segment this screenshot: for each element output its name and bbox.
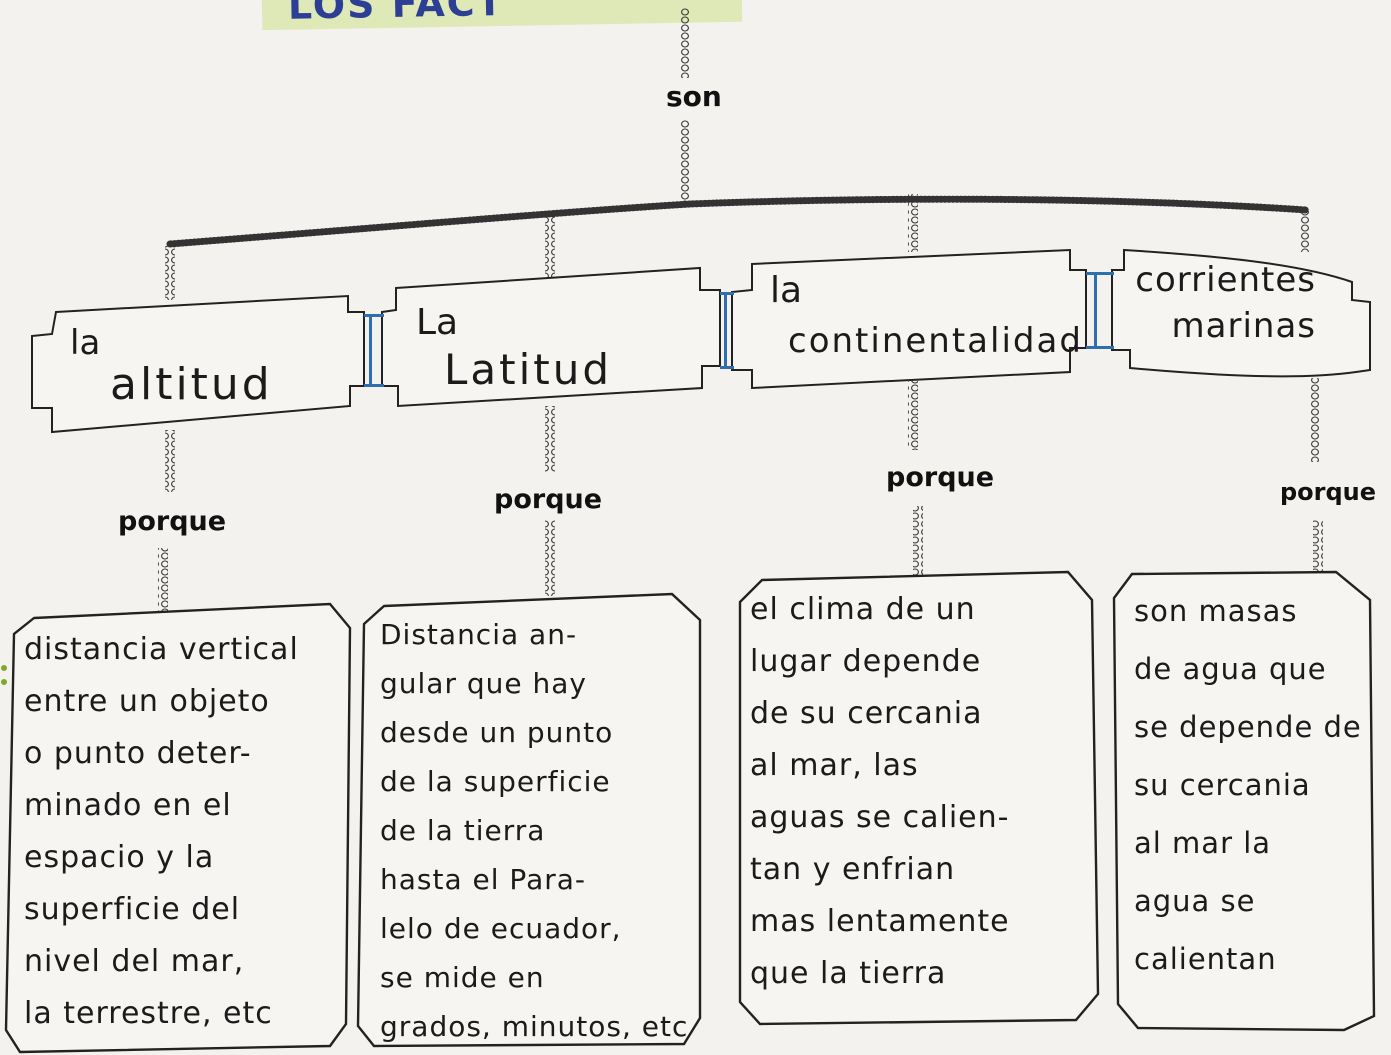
connector-porque-1: porque	[116, 506, 229, 537]
factor-name: continentalidad	[788, 321, 1083, 361]
chain-porque-top-1	[165, 430, 175, 492]
factor-name: altitud	[110, 359, 273, 410]
blue-link-3c	[1094, 272, 1097, 349]
blue-link-1c	[369, 314, 372, 387]
chain-porque-top-4	[1311, 378, 1321, 462]
connector-porque-4: porque	[1278, 478, 1379, 506]
chain-porque-top-2	[545, 406, 555, 472]
chain-drop-2	[545, 214, 555, 280]
explanation-frame-2	[356, 592, 702, 1048]
connector-porque-2: porque	[492, 484, 605, 515]
connector-porque-3: porque	[884, 462, 997, 493]
chain-porque-top-3	[908, 380, 918, 450]
factor-name: Latitud	[444, 345, 613, 394]
factor-article: la	[770, 270, 803, 311]
explanation-frame-1	[4, 602, 352, 1054]
chain-porque-bottom-1	[158, 548, 168, 614]
chain-title-son	[679, 8, 689, 78]
factor-article: La	[416, 302, 459, 343]
chain-drop-4	[1301, 210, 1311, 252]
connector-son: son	[664, 80, 724, 113]
blue-link-3b	[1086, 346, 1114, 349]
chain-porque-bottom-2	[545, 520, 555, 596]
chain-drop-1	[165, 244, 175, 300]
explanation-continentalidad: el clima de un lugar depende de su cerca…	[750, 592, 1010, 991]
blue-link-3	[1086, 272, 1114, 275]
chain-drop-3	[908, 194, 918, 252]
factor-box-frame-2	[381, 266, 721, 408]
factor-name: corrientes marinas	[1135, 260, 1316, 346]
chain-bar	[166, 195, 1310, 248]
blue-link-1	[364, 314, 384, 317]
explanation-frame-4	[1112, 570, 1376, 1032]
bullet-marker	[1, 665, 7, 685]
factor-article: la	[70, 323, 101, 363]
explanation-corrientes-marinas: son masas de agua que se depende de su c…	[1134, 594, 1362, 976]
factor-box-frame-1	[31, 294, 365, 434]
factor-box-frame-4	[1111, 248, 1371, 378]
explanation-latitud: Distancia an- gular que hay desde un pun…	[380, 618, 689, 1043]
explanation-frame-3	[738, 570, 1100, 1026]
chain-porque-bottom-4	[1313, 520, 1323, 574]
explanation-altitud: distancia vertical entre un objeto o pun…	[24, 632, 299, 1031]
blue-link-2c	[724, 292, 727, 369]
chain-son-bar	[679, 120, 689, 208]
chain-porque-bottom-3	[913, 506, 923, 578]
blue-link-1b	[364, 384, 384, 387]
